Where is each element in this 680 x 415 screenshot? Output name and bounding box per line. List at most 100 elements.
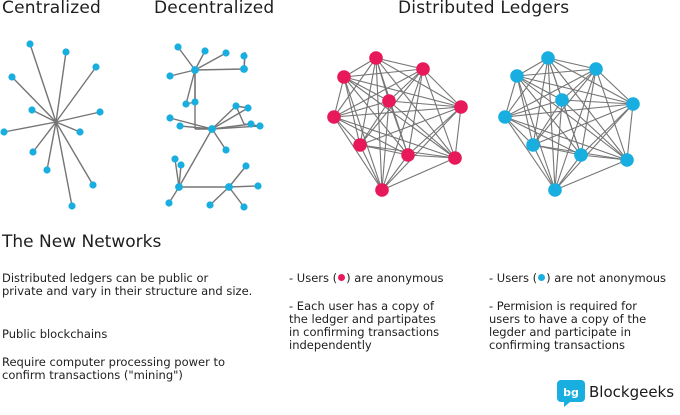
left-paragraph-3-line-1: Require computer processing power to bbox=[2, 355, 226, 369]
network-node bbox=[589, 62, 603, 76]
blockgeeks-logo-text: Blockgeeks bbox=[589, 383, 675, 401]
middle-copy-text: - Each user has a copy of the ledger and… bbox=[289, 300, 439, 352]
network-link bbox=[516, 68, 597, 77]
network-link bbox=[504, 75, 518, 118]
network-link bbox=[547, 57, 634, 105]
network-link bbox=[55, 121, 94, 186]
network-node bbox=[541, 51, 555, 65]
network-link bbox=[29, 43, 57, 123]
right-permission-line: legder and participate in bbox=[489, 325, 631, 339]
network-link bbox=[333, 116, 456, 159]
network-node bbox=[8, 73, 16, 81]
network-node bbox=[43, 166, 51, 174]
network-link bbox=[359, 144, 409, 156]
network-link bbox=[375, 57, 424, 70]
network-link bbox=[388, 100, 456, 159]
network-node bbox=[166, 114, 174, 122]
network-link bbox=[3, 121, 57, 133]
network-node bbox=[555, 93, 569, 107]
network-node bbox=[68, 202, 76, 210]
network-link bbox=[211, 128, 227, 151]
network-link bbox=[595, 68, 628, 161]
network-link bbox=[381, 100, 390, 191]
network-link bbox=[532, 144, 556, 191]
network-link bbox=[626, 103, 634, 161]
left-paragraph-1-line-2: private and vary in their structure and … bbox=[2, 284, 253, 298]
network-link bbox=[55, 121, 73, 207]
network-node bbox=[232, 102, 240, 110]
network-link bbox=[554, 68, 597, 191]
network-link bbox=[333, 68, 424, 118]
network-node bbox=[327, 110, 341, 124]
network-node bbox=[256, 122, 264, 130]
network-link bbox=[407, 68, 424, 156]
network-link bbox=[547, 57, 597, 70]
network-node bbox=[0, 128, 8, 136]
network-link bbox=[333, 100, 390, 118]
network-node bbox=[174, 43, 182, 51]
network-link bbox=[55, 111, 101, 123]
network-link bbox=[407, 154, 456, 159]
network-link bbox=[516, 75, 563, 101]
network-node bbox=[225, 183, 233, 191]
network-link bbox=[343, 76, 409, 156]
right-permission-line: - Permision is required for bbox=[489, 299, 637, 313]
network-node bbox=[337, 70, 351, 84]
network-node bbox=[382, 94, 396, 108]
network-link bbox=[532, 103, 634, 146]
left-paragraph-1: Distributed ledgers can be public or pri… bbox=[2, 272, 252, 298]
left-paragraph-3: Require computer processing power to con… bbox=[2, 356, 225, 382]
network-node bbox=[454, 100, 468, 114]
network-node bbox=[166, 72, 174, 80]
blue-dot-icon bbox=[538, 274, 546, 281]
network-link bbox=[333, 116, 409, 156]
network-node bbox=[353, 138, 367, 152]
network-node bbox=[28, 106, 36, 114]
distributed-network-anonymous bbox=[327, 51, 468, 197]
network-link bbox=[407, 106, 462, 156]
left-paragraph-1-line-1: Distributed ledgers can be public or bbox=[2, 271, 209, 285]
network-node bbox=[626, 97, 640, 111]
network-link bbox=[532, 99, 563, 146]
network-link bbox=[516, 75, 634, 105]
network-diagrams bbox=[0, 40, 640, 211]
network-link bbox=[55, 121, 81, 133]
middle-copy-line: the ledger and partipates bbox=[289, 312, 436, 326]
network-node bbox=[89, 181, 97, 189]
network-link bbox=[422, 68, 456, 159]
network-link bbox=[209, 186, 230, 206]
network-link bbox=[333, 106, 462, 118]
middle-copy-line: - Each user has a copy of bbox=[289, 299, 435, 313]
network-node bbox=[208, 125, 216, 133]
network-link bbox=[359, 144, 383, 191]
distributed-network-permissioned bbox=[498, 51, 640, 197]
right-permission-line: users to have a copy of the bbox=[489, 312, 647, 326]
network-link bbox=[554, 103, 634, 191]
network-link bbox=[177, 46, 196, 71]
network-node bbox=[62, 48, 70, 56]
network-link bbox=[381, 157, 456, 191]
network-node bbox=[171, 155, 179, 163]
network-link bbox=[547, 57, 556, 191]
decentralized-network bbox=[165, 43, 264, 211]
network-link bbox=[32, 121, 57, 153]
network-link bbox=[211, 107, 249, 130]
network-node bbox=[176, 122, 184, 130]
users-prefix: - Users ( bbox=[489, 271, 538, 285]
network-link bbox=[55, 66, 97, 123]
new-networks-heading: The New Networks bbox=[2, 232, 162, 252]
network-node bbox=[401, 148, 415, 162]
network-link bbox=[343, 76, 383, 191]
network-node bbox=[222, 146, 230, 154]
network-link bbox=[343, 76, 390, 102]
network-link bbox=[31, 109, 57, 123]
network-link bbox=[228, 165, 247, 188]
network-node bbox=[76, 128, 84, 136]
network-link bbox=[169, 69, 196, 77]
decentralized-title: Decentralized bbox=[154, 0, 275, 18]
network-link bbox=[228, 185, 259, 188]
network-node bbox=[369, 51, 383, 65]
network-link bbox=[504, 116, 582, 156]
network-link bbox=[343, 76, 456, 159]
left-paragraph-3-line-2: confirm transactions ("mining") bbox=[2, 368, 183, 382]
